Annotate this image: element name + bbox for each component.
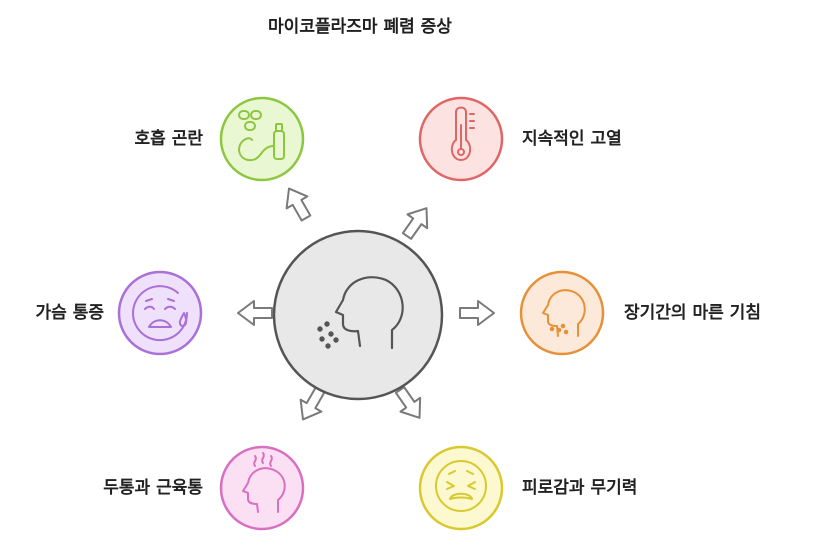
coughing-head-icon xyxy=(317,276,404,350)
symptom-node-fatigue xyxy=(418,445,504,531)
symptom-node-fever xyxy=(418,96,504,182)
arrow-right xyxy=(459,300,495,326)
symptom-label-dry-cough: 장기간의 마른 기침 xyxy=(624,303,761,323)
symptom-node-dry-cough xyxy=(519,270,605,356)
symptom-label-headache: 두통과 근육통 xyxy=(103,478,203,498)
inhaler-icon xyxy=(238,110,285,162)
symptom-node-breathing xyxy=(219,96,305,182)
symptom-node-headache xyxy=(219,445,305,531)
arrows xyxy=(237,187,495,421)
arrow-up-left xyxy=(285,187,312,222)
center-node xyxy=(272,229,444,401)
arrow-down-left xyxy=(299,386,326,421)
arrow-down-right xyxy=(394,386,422,419)
diagram-title: 마이코플라즈마 폐렴 증상 xyxy=(268,17,452,37)
thermometer-icon xyxy=(450,106,475,161)
symptom-label-chest-pain: 가슴 통증 xyxy=(35,303,104,323)
symptom-label-fatigue: 피로감과 무기력 xyxy=(522,478,638,498)
tired-face-icon xyxy=(435,460,487,512)
symptom-label-fever: 지속적인 고열 xyxy=(522,129,622,149)
coughing-head-icon xyxy=(542,289,586,337)
crying-face-icon xyxy=(132,285,189,342)
headache-head-icon xyxy=(242,452,286,513)
arrow-left xyxy=(237,300,273,326)
symptom-node-chest-pain xyxy=(117,270,203,356)
arrow-up-right xyxy=(401,207,429,240)
symptom-label-breathing: 호흡 곤란 xyxy=(134,129,203,149)
